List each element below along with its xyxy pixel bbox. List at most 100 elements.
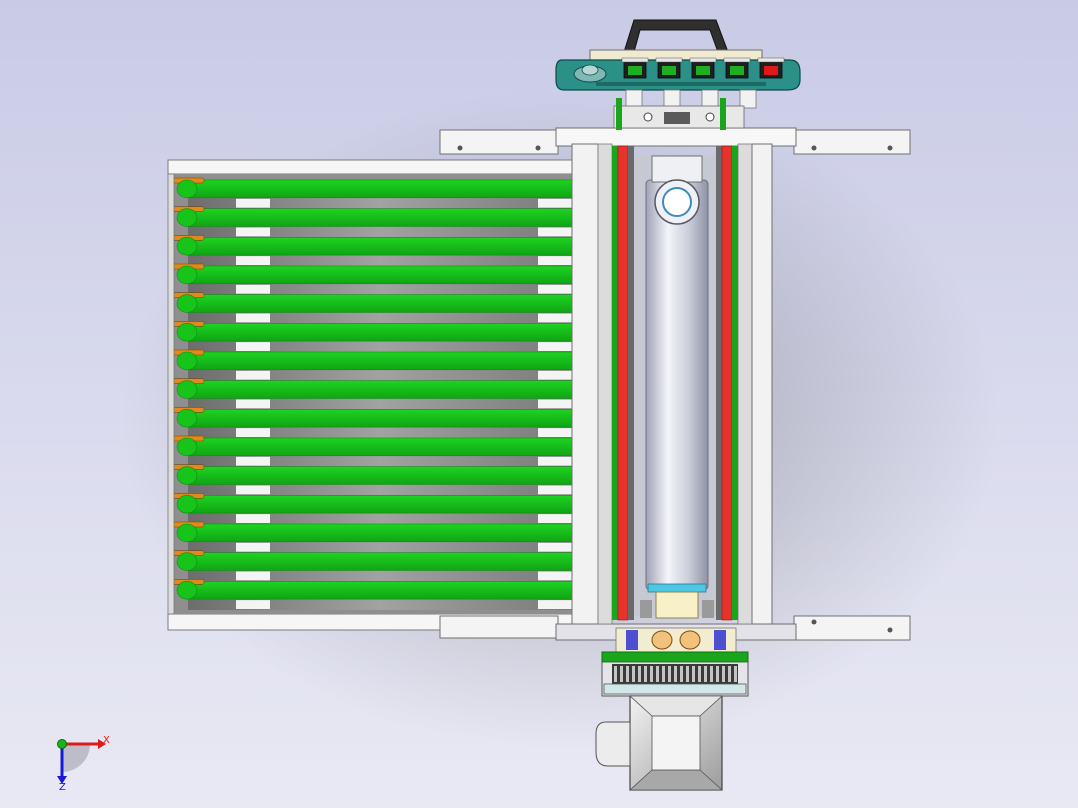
panel-post [663, 89, 681, 109]
top-bracket-right [793, 129, 911, 155]
belt-gap-slat [538, 399, 572, 409]
belt-end-cap [176, 437, 198, 457]
right-green-rail [732, 146, 738, 620]
panel-button-label-plate [689, 57, 717, 63]
gear-tooth [686, 666, 689, 682]
belt-gap-slat [236, 370, 270, 380]
bottom-bracket-right [793, 615, 911, 641]
belt-gap-slat [236, 198, 270, 208]
belt-strip-group [187, 179, 573, 600]
belt-end-cap [176, 208, 198, 227]
belt-gap-slat [538, 256, 572, 265]
control-box[interactable] [555, 19, 801, 130]
bottom-bracket-left [439, 615, 559, 639]
triad-z-label: Z [59, 782, 66, 793]
stop-button-face [764, 66, 778, 75]
panel-mount-green-rod [616, 98, 622, 130]
gear-tooth [668, 666, 671, 682]
left-dark-rail [628, 146, 634, 620]
belt-gap [188, 541, 572, 553]
belt-gap-slat [236, 227, 270, 237]
screw-icon [643, 112, 653, 122]
panel-button-face [662, 66, 676, 75]
belt-end-cap [176, 495, 198, 514]
belt-gap-slat [538, 284, 572, 294]
bolt-icon [887, 627, 893, 633]
gear-tooth [662, 666, 665, 682]
belt-gap [188, 599, 572, 610]
gear-tooth [638, 666, 641, 682]
belt-conveyor[interactable] [167, 159, 587, 631]
belt-gap-slat [236, 514, 270, 523]
belt-gap-slat [236, 571, 270, 581]
belt-gap [188, 455, 572, 467]
belt-strip [187, 179, 573, 199]
belt-strip [187, 437, 573, 457]
belt-gap-slat [236, 485, 270, 495]
belt-gap-slat [538, 514, 572, 523]
belt-gap-slat [538, 370, 572, 380]
panel-button-face [696, 66, 710, 75]
top-mounting-bracket[interactable] [439, 127, 911, 155]
belt-strip [187, 581, 573, 600]
drive-motor[interactable] [595, 695, 724, 791]
control-panel-button-group[interactable] [621, 57, 785, 79]
belt-gap [188, 369, 572, 381]
belt-strip [187, 495, 573, 514]
belt-gap [188, 484, 572, 496]
frame-right-inner [737, 143, 753, 625]
top-bracket-left [439, 129, 559, 155]
belt-gap-slat [538, 313, 572, 323]
gear-drive[interactable] [601, 627, 749, 697]
main-frame[interactable] [571, 143, 773, 625]
coupling-bearing-icon [714, 630, 726, 650]
gearbox-base-plate [603, 683, 747, 695]
belt-strip [187, 323, 573, 342]
belt-strip [187, 523, 573, 543]
roller-cylinder [645, 179, 709, 591]
roller-bottom-cap [655, 591, 699, 619]
panel-button-face [628, 66, 642, 75]
motor-terminal-box [595, 721, 631, 767]
panel-button-label-plate [757, 57, 785, 63]
belt-strip [187, 237, 573, 256]
belt-gap [188, 283, 572, 295]
coupling-bearing-icon [626, 630, 638, 650]
belt-gap [188, 255, 572, 266]
left-red-rail [617, 145, 629, 621]
frame-left-plate [571, 143, 599, 625]
gear-tooth [698, 666, 701, 682]
gear-tooth [728, 666, 731, 682]
belt-gap [188, 341, 572, 352]
bolt-icon [811, 619, 817, 625]
belt-gap [188, 197, 572, 209]
panel-button-face [730, 66, 744, 75]
gear-tooth [704, 666, 707, 682]
belt-gap [188, 398, 572, 410]
triad-x-arrow-icon [98, 739, 106, 749]
bearing-block-right [702, 600, 714, 618]
gear-tooth [716, 666, 719, 682]
screw-icon [705, 112, 715, 122]
belt-strip [187, 208, 573, 227]
belt-end-cap [176, 179, 198, 199]
belt-gap-slat [538, 485, 572, 495]
gear-tooth [656, 666, 659, 682]
conveyor-top-frame [167, 159, 587, 175]
panel-button-label-plate [621, 57, 649, 63]
right-red-rail [721, 145, 733, 621]
gear-tooth [626, 666, 629, 682]
right-dark-rail [716, 146, 722, 620]
gear-tooth [692, 666, 695, 682]
belt-gap-slat [538, 342, 572, 351]
drive-roller[interactable] [634, 155, 716, 619]
belt-end-cap [176, 294, 198, 313]
bolt-icon [457, 145, 463, 151]
belt-strip [187, 552, 573, 571]
belt-gap [188, 226, 572, 238]
belt-end-cap [176, 351, 198, 371]
gear-tooth [680, 666, 683, 682]
belt-end-cap [176, 237, 198, 256]
